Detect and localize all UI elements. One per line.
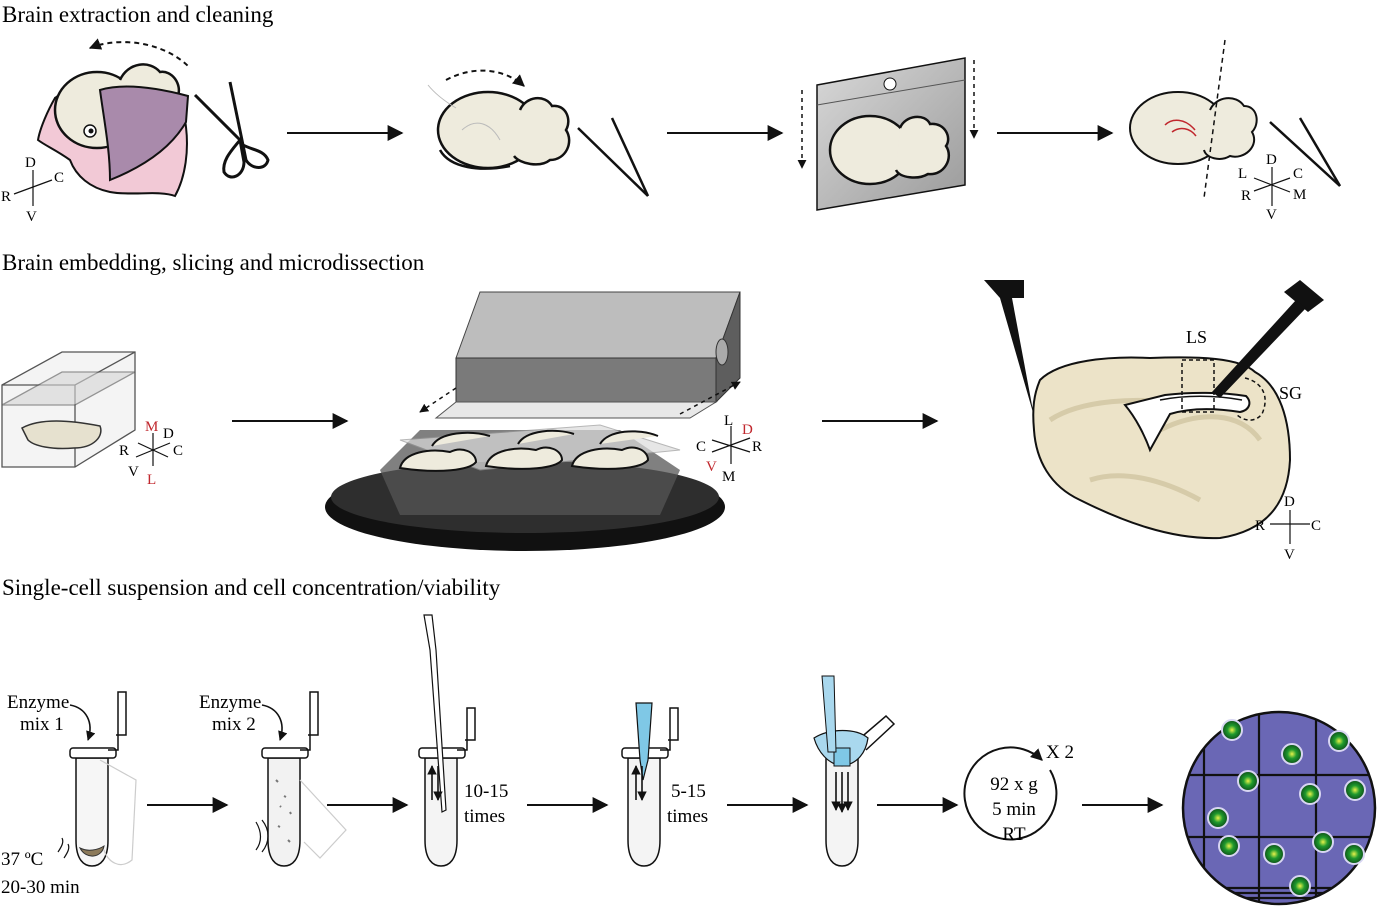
enzyme-2-label-line1: Enzyme [199, 692, 261, 713]
blade-icon [1269, 117, 1342, 187]
cell-counting-chamber [1181, 710, 1377, 906]
enzyme-2-label-line2: mix 2 [212, 714, 256, 735]
axis-label-l: L [724, 413, 733, 429]
axis-label-m: M [1293, 187, 1306, 203]
storage-bag-illustration [797, 57, 979, 211]
enzyme-1-label-line2: mix 1 [20, 714, 64, 735]
axis-label-d: D [1266, 152, 1277, 168]
vibratome-illustration [325, 291, 741, 551]
axis-label-d: D [25, 155, 36, 171]
dissection-needle-right-icon [1212, 280, 1324, 398]
mouse-head-illustration [36, 38, 191, 198]
orientation-axes-2 [1253, 167, 1291, 206]
tube-trituration-blue-tip [621, 702, 679, 867]
agarose-block-illustration [1, 351, 136, 468]
repetition-label-line2: times [667, 806, 708, 827]
brain-slice-illustration [1032, 356, 1292, 540]
tube-enzyme-1-illustration [57, 691, 137, 867]
repetition-label-line1: 10-15 [464, 781, 508, 802]
axis-label-l: L [147, 472, 156, 488]
orientation-axes-1 [13, 170, 53, 206]
region-label-sg: SG [1279, 383, 1302, 403]
orientation-axes-5 [1270, 510, 1310, 544]
axis-label-v: V [706, 459, 717, 475]
extracted-brain-illustration [427, 69, 571, 170]
centrifuge-cycle-icon [963, 746, 1058, 841]
repeat-count-label: X 2 [1046, 742, 1074, 763]
enzyme-1-label-line1: Enzyme [7, 692, 69, 713]
tube-cell-strainer [813, 675, 896, 867]
axis-label-r: R [119, 443, 129, 459]
orientation-axes-4 [711, 426, 751, 464]
axis-label-r: R [752, 439, 762, 455]
centrifuge-time-label: 5 min [992, 799, 1036, 820]
axis-label-d: D [163, 426, 174, 442]
axis-label-r: R [1255, 518, 1265, 534]
repetition-label-line2: times [464, 806, 505, 827]
axis-label-c: C [1293, 166, 1303, 182]
centrifuge-temp-label: RT [1002, 824, 1026, 845]
axis-label-v: V [1284, 547, 1295, 563]
dissection-needle-left-icon [984, 280, 1034, 416]
axis-label-d: D [742, 422, 753, 438]
temperature-label: 37 ºC [1, 849, 43, 870]
axis-label-c: C [54, 170, 64, 186]
axis-label-c: C [1311, 518, 1321, 534]
curved-arrow-icon [69, 704, 96, 741]
hemisected-brain-illustration [1129, 39, 1258, 199]
axis-label-r: R [1241, 188, 1251, 204]
section-title-embedding: Brain embedding, slicing and microdissec… [2, 250, 425, 275]
axis-label-r: R [1, 189, 11, 205]
tube-enzyme-2-illustration [255, 691, 347, 867]
section-title-extraction: Brain extraction and cleaning [2, 2, 274, 27]
axis-label-m: M [145, 419, 158, 435]
repetition-label-line1: 5-15 [671, 781, 706, 802]
curved-arrow-icon [261, 704, 288, 741]
centrifuge-speed-label: 92 x g [990, 774, 1038, 795]
stained-cells [1207, 719, 1366, 897]
tube-trituration-glass-pipette [418, 614, 476, 867]
axis-label-c: C [696, 439, 706, 455]
section-title-suspension: Single-cell suspension and cell concentr… [2, 575, 501, 600]
region-label-ls: LS [1186, 327, 1207, 347]
axis-label-c: C [173, 443, 183, 459]
orientation-axes-3 [135, 433, 171, 466]
axis-label-m: M [722, 469, 735, 485]
axis-label-v: V [128, 464, 139, 480]
axis-label-v: V [1266, 207, 1277, 223]
axis-label-l: L [1238, 166, 1247, 182]
axis-label-v: V [26, 209, 37, 225]
scissors-icon [193, 81, 270, 179]
axis-label-d: D [1284, 494, 1295, 510]
duration-label: 20-30 min [1, 877, 80, 898]
forceps-icon [577, 117, 650, 197]
